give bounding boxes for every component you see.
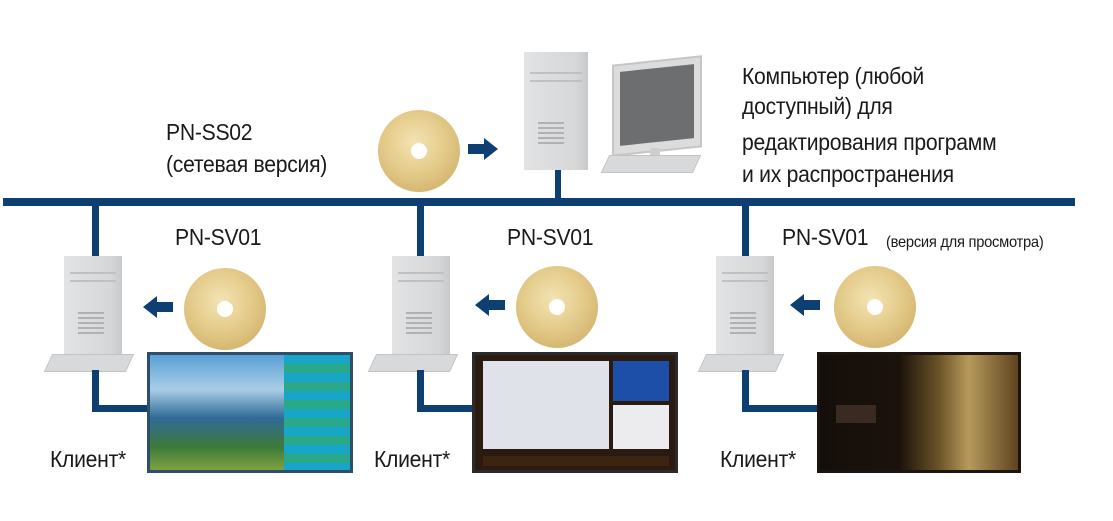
network-software-name: PN-SS02 — [166, 119, 253, 145]
client-display-screen — [147, 352, 353, 473]
client-label: Клиент* — [50, 446, 126, 472]
client-link — [417, 204, 424, 256]
disc-icon — [378, 110, 460, 192]
client-label: Клиент* — [374, 446, 450, 472]
client-keyboard — [367, 354, 459, 372]
server-network-link — [555, 170, 561, 200]
client-software-name: PN-SV01 — [507, 224, 594, 250]
server-tower — [524, 52, 588, 170]
client-label: Клиент* — [720, 446, 796, 472]
arrow-left-icon — [143, 296, 173, 318]
server-monitor — [612, 55, 702, 157]
disc-icon — [516, 266, 598, 348]
client-link — [92, 204, 99, 256]
client-link — [742, 204, 749, 256]
client-tower — [64, 256, 122, 358]
client-display-screen — [472, 352, 678, 473]
disc-icon — [834, 266, 916, 348]
client-tower — [392, 256, 450, 358]
client-keyboard — [43, 354, 135, 372]
server-description-line: и их распространения — [742, 161, 954, 187]
client-display-screen — [817, 352, 1021, 473]
arrow-right-icon — [468, 138, 498, 160]
client-software-note: (версия для просмотра) — [886, 234, 1044, 251]
server-description-line: доступный) для — [742, 93, 893, 119]
arrow-left-icon — [790, 294, 820, 316]
server-description-line: редактирования программ — [742, 129, 997, 155]
client-software-name: PN-SV01 — [782, 224, 869, 250]
client-keyboard — [697, 354, 785, 372]
network-software-subtitle: (сетевая версия) — [166, 151, 328, 177]
disc-icon — [184, 268, 266, 350]
server-keyboard — [600, 155, 702, 173]
client-software-name: PN-SV01 — [175, 224, 262, 250]
server-description-line: Компьютер (любой — [742, 63, 924, 89]
arrow-left-icon — [475, 294, 505, 316]
client-tower — [716, 256, 774, 358]
network-bus — [3, 198, 1075, 206]
